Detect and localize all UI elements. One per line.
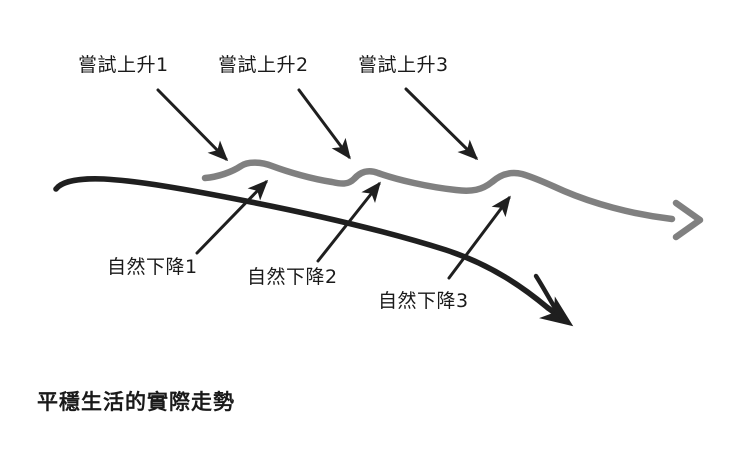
- annotation-arrow-fall-3: [447, 195, 511, 280]
- label-attempt-rise-2: 嘗試上升2: [218, 54, 309, 76]
- annotation-arrow-fall-1: [195, 179, 269, 255]
- label-natural-fall-3: 自然下降3: [378, 290, 469, 312]
- natural-decline-curve: [53, 176, 574, 327]
- label-attempt-rise-3: 嘗試上升3: [358, 54, 449, 76]
- attempt-rise-curve: [201, 159, 704, 241]
- annotation-arrow-fall-2: [316, 181, 381, 263]
- annotation-arrow-rise-2: [297, 88, 351, 160]
- annotation-arrow-rise-3: [404, 87, 479, 161]
- label-attempt-rise-1: 嘗試上升1: [78, 54, 169, 76]
- annotation-arrow-rise-1: [156, 88, 229, 162]
- label-natural-fall-2: 自然下降2: [247, 266, 338, 288]
- arrow-barb: [533, 273, 563, 319]
- label-natural-fall-1: 自然下降1: [107, 256, 198, 278]
- attempt-rise-arrowhead: [672, 199, 704, 241]
- diagram-caption: 平穩生活的實際走勢: [37, 390, 235, 414]
